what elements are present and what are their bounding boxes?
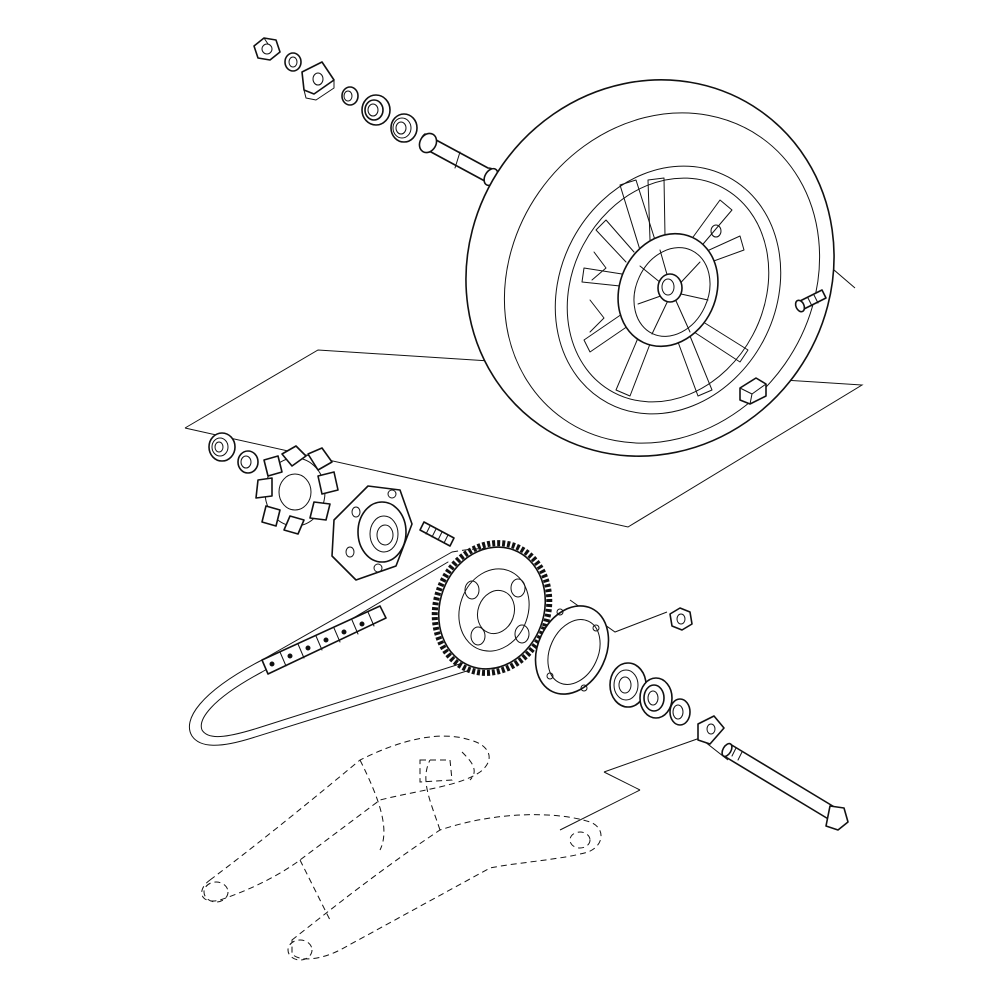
sprocket-nut	[669, 607, 693, 631]
washer-left	[284, 52, 302, 72]
chain-links	[261, 605, 387, 675]
hub-bearing	[208, 432, 236, 462]
damper-blocks	[255, 445, 339, 535]
oil-seal-right	[639, 677, 673, 719]
rear-wheel-tire	[465, 79, 835, 457]
hub-damper	[255, 445, 339, 535]
stud-bolt	[419, 521, 455, 547]
rear-sprocket	[431, 540, 553, 676]
spacer-tube	[418, 132, 499, 187]
balance-weight	[739, 377, 767, 405]
drive-chain	[188, 548, 528, 746]
tire-valve	[794, 289, 827, 313]
collar-right	[669, 698, 691, 726]
oil-seal-left	[361, 94, 391, 126]
collar-left	[341, 86, 359, 106]
axle-nut-left	[253, 37, 281, 61]
bearing-right	[609, 662, 647, 708]
chain-adjuster-right	[697, 715, 725, 745]
wheel-spokes	[581, 177, 749, 397]
retaining-plate	[534, 605, 610, 695]
hub-collar	[237, 450, 259, 474]
sprocket-carrier	[331, 485, 413, 581]
rear-axle	[721, 742, 849, 831]
bearing-left	[390, 113, 418, 143]
chain-adjuster-left	[301, 61, 335, 101]
swingarm	[201, 735, 602, 961]
